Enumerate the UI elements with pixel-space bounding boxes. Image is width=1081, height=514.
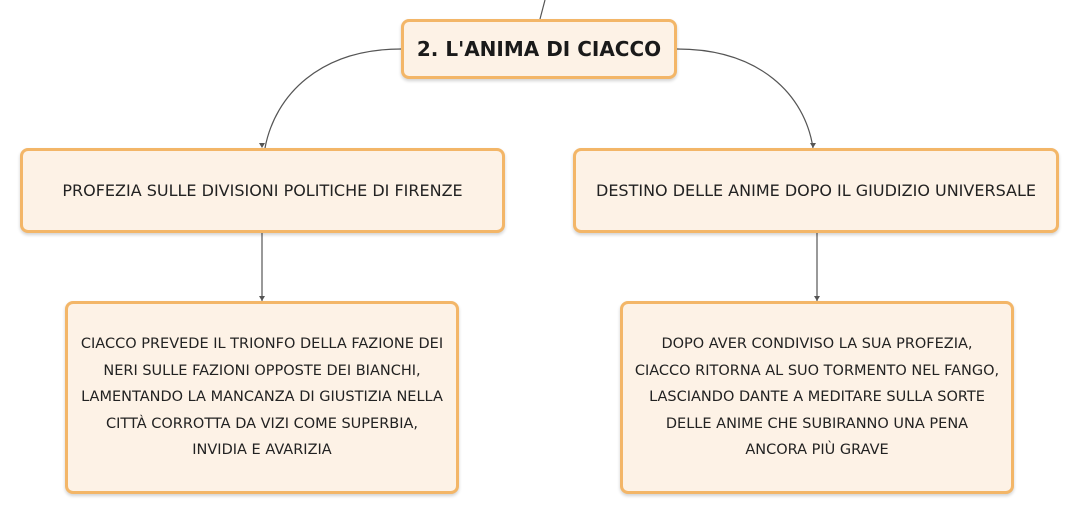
topic-node-souls-destiny[interactable]: DESTINO DELLE ANIME DOPO IL GIUDIZIO UNI… <box>573 148 1059 233</box>
connector-root-to-right <box>676 48 814 149</box>
arrowhead-right-topic <box>810 143 816 148</box>
detail-node-political-prophecy[interactable]: CIACCO PREVEDE IL TRIONFO DELLA FAZIONE … <box>65 301 459 494</box>
arrowhead-right-detail <box>814 296 820 301</box>
topic-label: PROFEZIA SULLE DIVISIONI POLITICHE DI FI… <box>62 180 463 200</box>
detail-text: CIACCO PREVEDE IL TRIONFO DELLA FAZIONE … <box>80 336 444 459</box>
arrowhead-left-topic <box>259 143 265 148</box>
root-node[interactable]: 2. L'ANIMA DI CIACCO <box>401 19 677 79</box>
connector-root-to-left <box>264 48 402 149</box>
detail-node-souls-destiny[interactable]: DOPO AVER CONDIVISO LA SUA PROFEZIA, CIA… <box>620 301 1014 494</box>
parent-connector-line <box>539 0 546 20</box>
arrowhead-left-detail <box>259 296 265 301</box>
detail-text: DOPO AVER CONDIVISO LA SUA PROFEZIA, CIA… <box>634 336 1000 459</box>
root-title: 2. L'ANIMA DI CIACCO <box>416 37 662 61</box>
topic-label: DESTINO DELLE ANIME DOPO IL GIUDIZIO UNI… <box>596 180 1036 200</box>
topic-node-political-prophecy[interactable]: PROFEZIA SULLE DIVISIONI POLITICHE DI FI… <box>20 148 505 233</box>
